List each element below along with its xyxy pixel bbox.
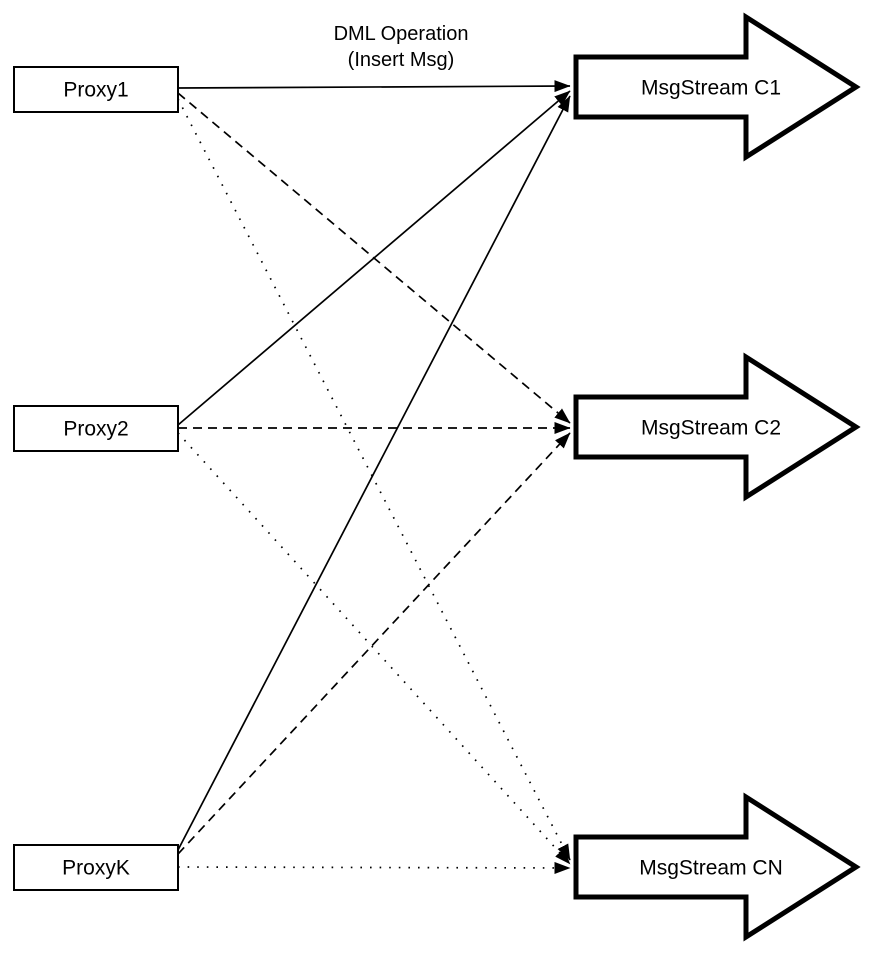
msgstream-c1-node: MsgStream C1 bbox=[573, 12, 861, 162]
msgstream-cn-label: MsgStream CN bbox=[639, 857, 783, 880]
proxyk-label: ProxyK bbox=[62, 857, 130, 880]
connection-proxy1-to-msgstream-c1 bbox=[177, 80, 571, 93]
msgstream-c2-node: MsgStream C2 bbox=[573, 352, 861, 502]
connection-proxyk-to-msgstream-c1 bbox=[177, 95, 571, 851]
connection-proxy1-to-msgstream-cn bbox=[177, 98, 571, 861]
connection-proxy2-to-msgstream-c1 bbox=[177, 90, 571, 426]
msgstream-c1-arrow-shape bbox=[573, 12, 861, 162]
msgstream-c2-arrow-shape bbox=[573, 352, 861, 502]
proxy2-box bbox=[13, 405, 179, 452]
connection-proxy2-to-msgstream-cn bbox=[177, 432, 571, 865]
connections bbox=[177, 80, 571, 874]
proxy1-node: Proxy1 bbox=[13, 66, 179, 113]
proxy2-node: Proxy2 bbox=[13, 405, 179, 452]
proxyk-box bbox=[13, 844, 179, 891]
msgstream-cn-arrow-shape bbox=[573, 792, 861, 942]
annotation-dml-operation-line1: DML Operation bbox=[334, 23, 469, 45]
proxyk-node: ProxyK bbox=[13, 844, 179, 891]
msgstream-c2-label: MsgStream C2 bbox=[641, 417, 781, 440]
msgstream-cn-node: MsgStream CN bbox=[573, 792, 861, 942]
proxy1-label: Proxy1 bbox=[63, 79, 128, 102]
annotation-dml-operation-line2: (Insert Msg) bbox=[348, 49, 455, 71]
proxy2-label: Proxy2 bbox=[63, 418, 128, 441]
connection-proxyk-to-msgstream-c2 bbox=[177, 432, 571, 855]
proxy1-box bbox=[13, 66, 179, 113]
connection-proxyk-to-msgstream-cn bbox=[177, 861, 571, 874]
msgstream-c1-label: MsgStream C1 bbox=[641, 77, 781, 100]
